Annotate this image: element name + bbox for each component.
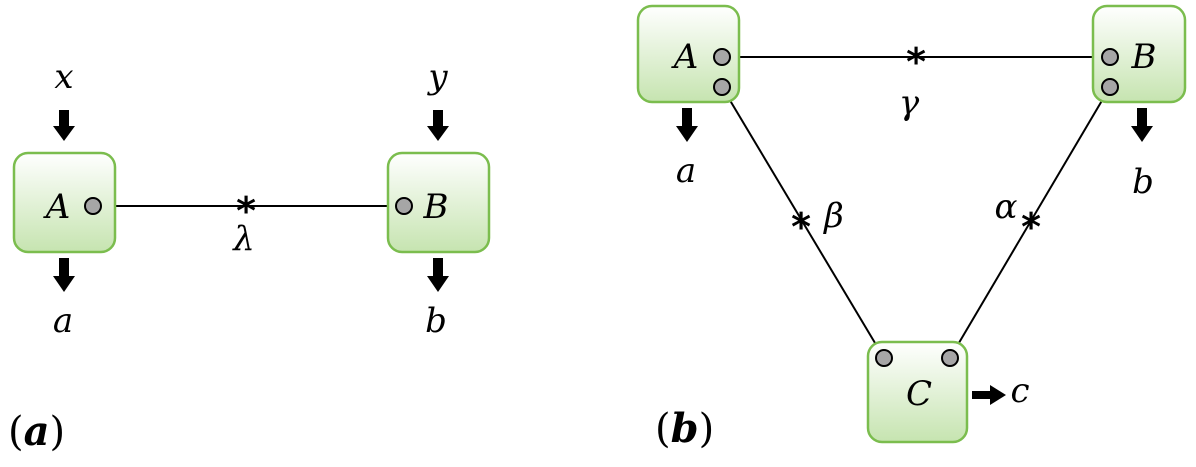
- panel-b: A B C * γ * β * α a b c (b): [636, 4, 1187, 452]
- port-b: [395, 197, 413, 215]
- output-b-label: b: [425, 301, 447, 341]
- source-alpha-label: α: [995, 187, 1018, 227]
- box-b-label: B: [423, 187, 449, 227]
- port-b-bottom: [1101, 78, 1119, 96]
- box-b-label: B: [1131, 37, 1157, 77]
- input-x-arrow-icon: [53, 110, 75, 141]
- output-a-label: a: [53, 301, 73, 341]
- port-c-left: [875, 349, 893, 367]
- box-c: [866, 340, 969, 444]
- output-a-arrow-icon: [676, 108, 698, 142]
- output-b-label: b: [1132, 162, 1154, 202]
- caption-b-letter: b: [671, 405, 699, 452]
- caption-a: (a): [8, 408, 65, 455]
- source-star: *: [236, 189, 256, 233]
- input-y-arrow-icon: [427, 110, 449, 141]
- wire-b-c: [949, 86, 1111, 359]
- caption-a-letter: a: [24, 408, 50, 455]
- port-a-bottom: [713, 78, 731, 96]
- wire-a-c: [721, 86, 885, 359]
- output-a-arrow-icon: [53, 258, 75, 292]
- output-c-arrow-icon: [972, 385, 1006, 405]
- output-b-arrow-icon: [427, 258, 449, 292]
- box-b: [1091, 4, 1187, 104]
- caption-b: (b): [655, 405, 714, 452]
- source-gamma-label: γ: [899, 83, 920, 123]
- panel-a: A B * λ x y a b (a): [8, 57, 491, 455]
- port-a-top: [713, 48, 731, 66]
- output-b-arrow-icon: [1131, 108, 1153, 142]
- box-c-label: C: [906, 374, 932, 414]
- box-b: [386, 151, 491, 254]
- source-beta-star: *: [791, 205, 811, 249]
- box-a-label: A: [43, 187, 71, 227]
- source-beta-label: β: [822, 196, 844, 236]
- input-y-label: y: [426, 57, 448, 97]
- box-a: [12, 151, 117, 254]
- port-a: [84, 197, 102, 215]
- output-c-label: c: [1010, 371, 1029, 411]
- port-b-top: [1101, 48, 1119, 66]
- source-gamma-star: *: [906, 40, 926, 84]
- port-c-right: [941, 349, 959, 367]
- box-a-label: A: [671, 37, 699, 77]
- box-a: [636, 4, 741, 104]
- source-lambda-label: λ: [231, 219, 255, 259]
- input-x-label: x: [54, 57, 73, 97]
- output-a-label: a: [676, 151, 696, 191]
- source-alpha-star: *: [1021, 205, 1041, 249]
